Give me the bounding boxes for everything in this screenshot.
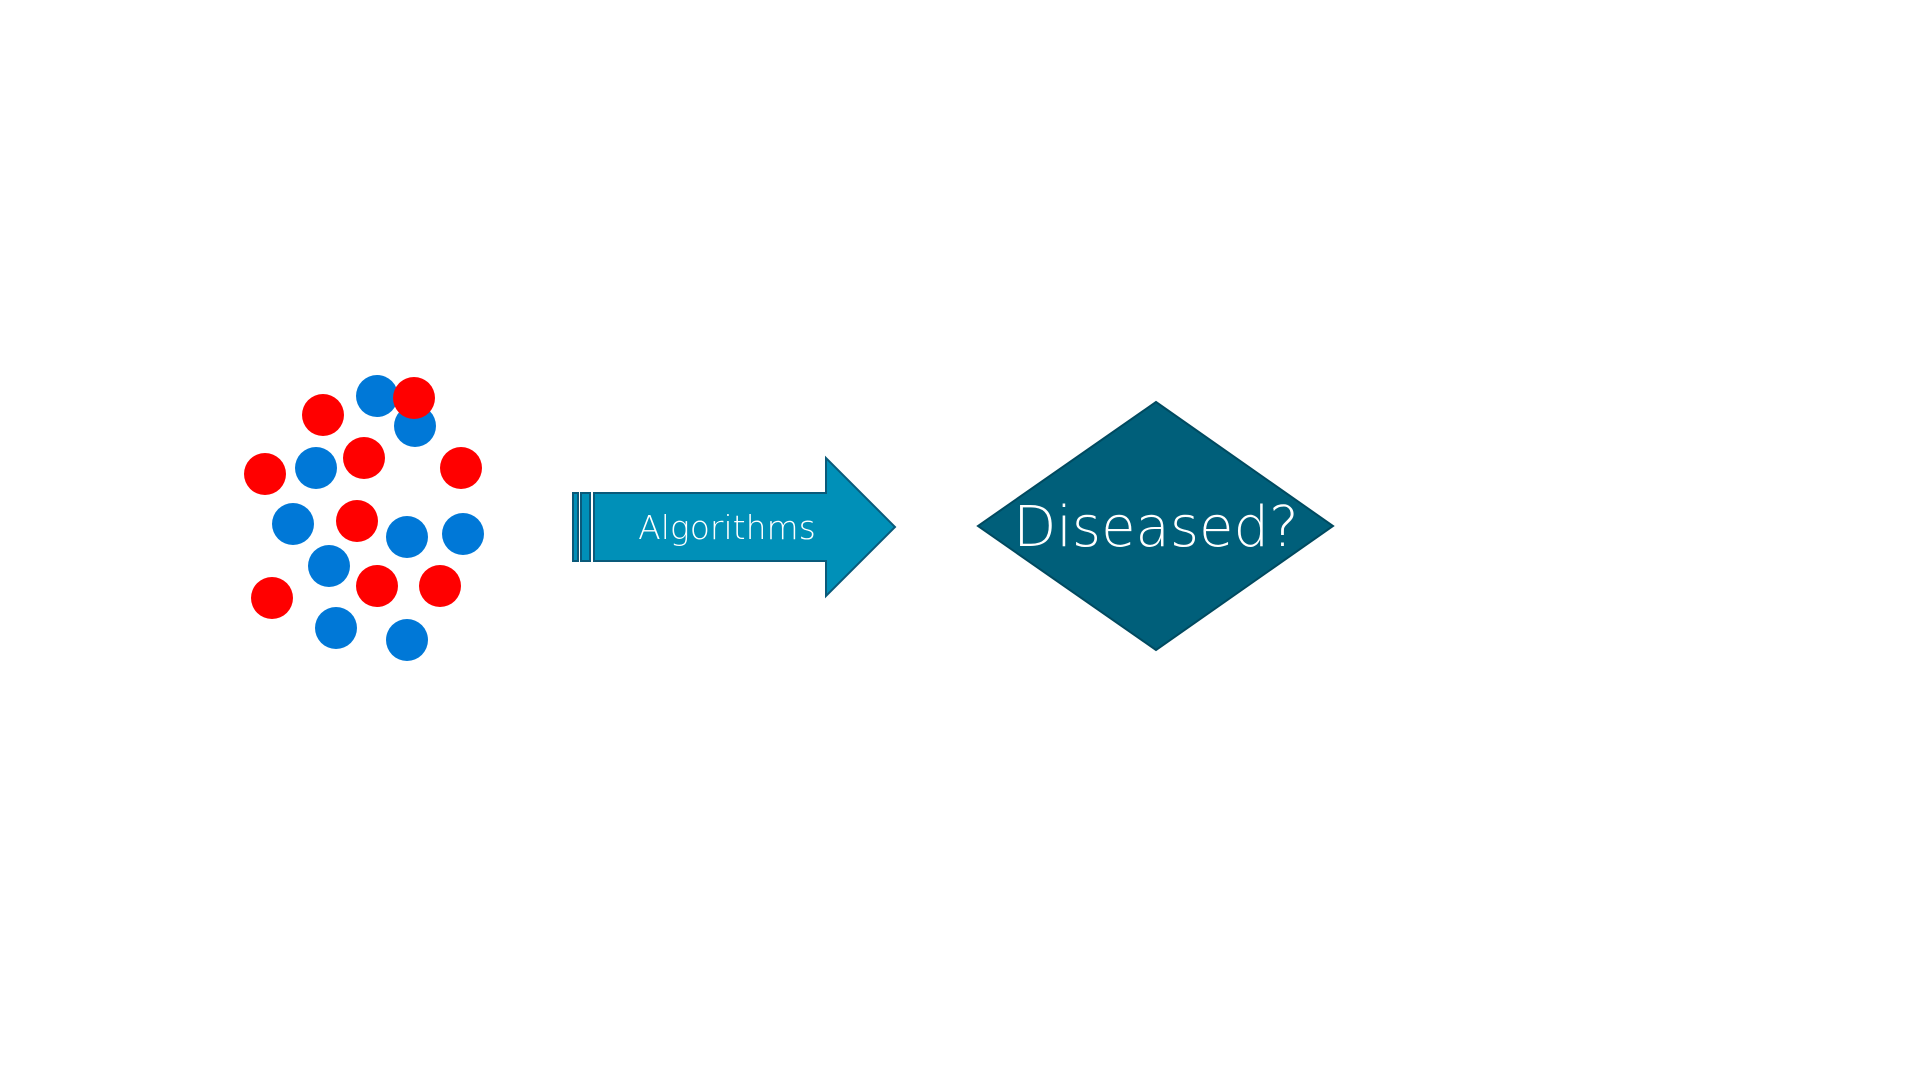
blue-dot-11 [386,516,428,558]
red-dot-16 [251,577,293,619]
arrow-stripe-1 [572,492,579,562]
arrow-stripe-2 [580,492,591,562]
blue-dot-5 [295,447,337,489]
blue-dot-12 [442,513,484,555]
blue-dot-9 [272,503,314,545]
decision-label: Diseased? [1013,495,1299,560]
data-point-cluster [244,375,484,661]
red-dot-1 [302,394,344,436]
arrow-label: Algorithms [638,508,816,547]
blue-dot-17 [315,607,357,649]
decision-diamond: Diseased? [976,400,1335,652]
blue-dot-2 [356,375,398,417]
red-dot-10 [336,500,378,542]
blue-dot-18 [386,619,428,661]
red-dot-15 [419,565,461,607]
arrow-body [593,455,897,599]
red-dot-6 [343,437,385,479]
algorithms-arrow: Algorithms [572,455,897,599]
red-dot-4 [244,453,286,495]
red-dot-14 [356,565,398,607]
red-dot-8 [440,447,482,489]
red-dot-7 [393,377,435,419]
blue-dot-13 [308,545,350,587]
decision-shape [976,400,1335,652]
